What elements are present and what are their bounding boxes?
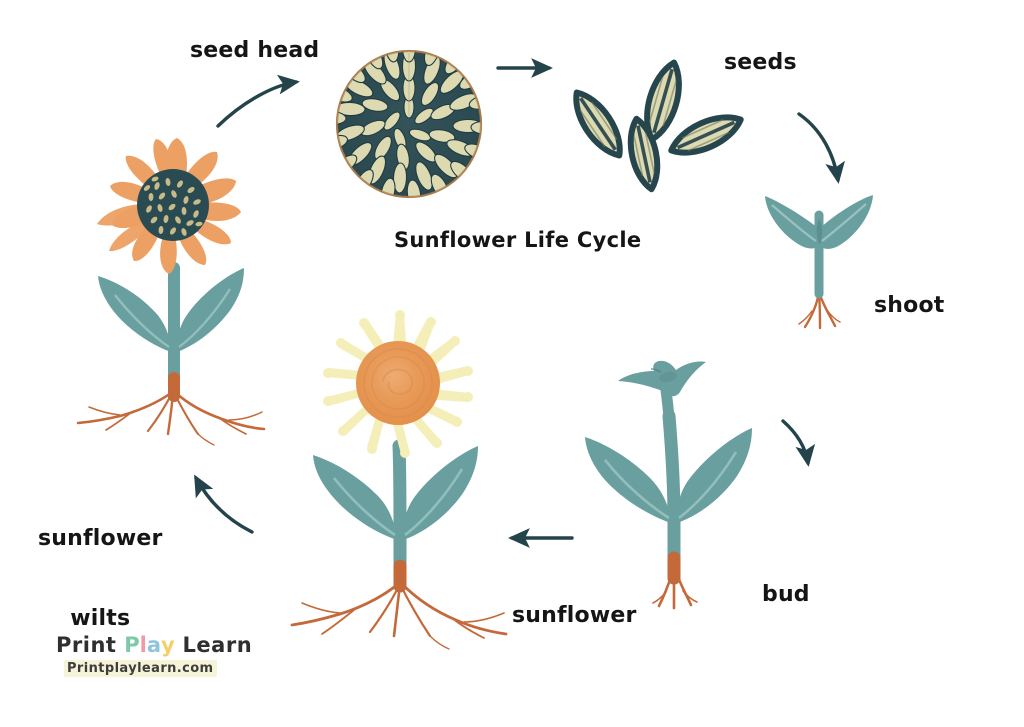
label-shoot: shoot bbox=[874, 293, 945, 318]
logo-letter-p: P bbox=[124, 633, 140, 657]
label-sunflower-wilts-line1: sunflower bbox=[38, 525, 163, 551]
label-sunflower-wilts-line2: wilts bbox=[70, 606, 131, 632]
sunflower-petals bbox=[323, 310, 473, 458]
stage-shoot-illustration bbox=[765, 195, 873, 330]
wilting-sunflower-petals bbox=[97, 138, 241, 274]
logo-wordmark: Print Play Learn bbox=[56, 633, 252, 657]
stage-seed-head-illustration bbox=[335, 49, 483, 199]
arrow-layer bbox=[194, 58, 845, 548]
arrow-wilts-to-seedhead bbox=[216, 74, 300, 128]
logo-letter-l: l bbox=[139, 633, 147, 657]
arrow-shoot-to-bud bbox=[781, 419, 816, 467]
arrow-seeds-to-shoot bbox=[797, 112, 845, 184]
logo-url: Printplaylearn.com bbox=[64, 660, 217, 677]
label-bud: bud bbox=[762, 582, 810, 607]
logo-word-print: Print bbox=[56, 633, 125, 657]
stage-seeds-illustration bbox=[573, 59, 744, 193]
label-sunflower-wilts: sunflower wilts bbox=[38, 472, 163, 687]
wilting-sunflower-seeds bbox=[143, 176, 203, 236]
logo-word-learn: Learn bbox=[174, 633, 253, 657]
label-seeds: seeds bbox=[724, 50, 797, 75]
label-sunflower: sunflower bbox=[512, 603, 637, 628]
sunflower-roots bbox=[290, 582, 508, 650]
brand-logo: Print Play Learn Printplaylearn.com bbox=[56, 633, 252, 677]
page-title: Sunflower Life Cycle bbox=[394, 228, 642, 252]
stage-bud-illustration bbox=[585, 360, 752, 610]
logo-letter-y: y bbox=[161, 633, 175, 657]
stage-sunflower-wilts-illustration bbox=[76, 138, 266, 446]
label-seed-head: seed head bbox=[190, 38, 320, 63]
stage-sunflower-illustration bbox=[290, 310, 508, 650]
arrow-sunflower-to-wilts bbox=[194, 474, 254, 534]
logo-letter-a: a bbox=[146, 633, 162, 657]
